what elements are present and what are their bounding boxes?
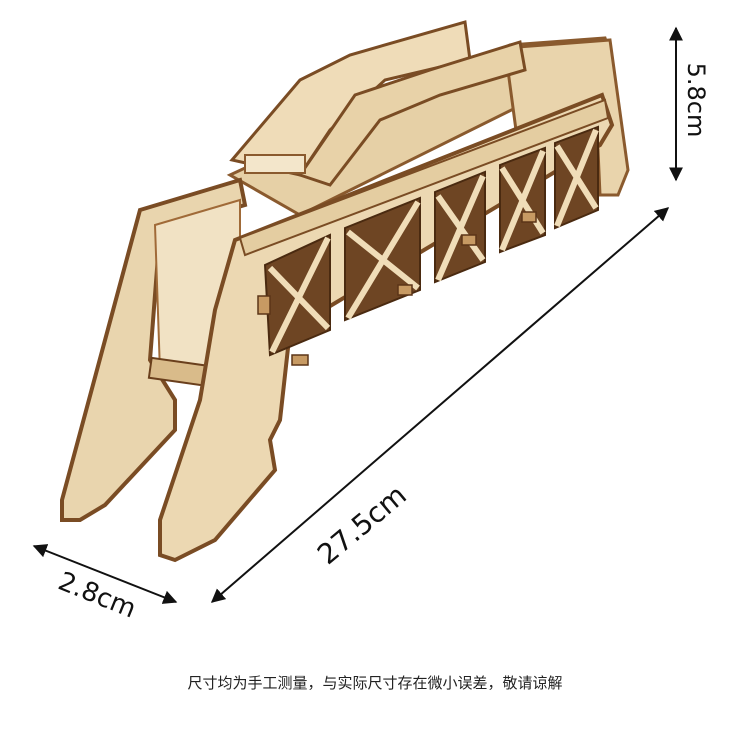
width-label: 2.8cm: [54, 567, 140, 625]
width-dimension: 2.8cm: [32, 544, 178, 625]
height-dimension: 5.8cm: [669, 26, 710, 182]
length-arrow: [210, 207, 670, 603]
bridge-model-image: [60, 20, 630, 563]
length-label: 27.5cm: [311, 478, 413, 571]
width-arrow: [32, 544, 178, 604]
bridge-cabin: [229, 20, 527, 187]
measurement-disclaimer: 尺寸均为手工测量，与实际尺寸存在微小误差，敬请谅解: [187, 674, 563, 692]
height-label: 5.8cm: [682, 63, 710, 138]
